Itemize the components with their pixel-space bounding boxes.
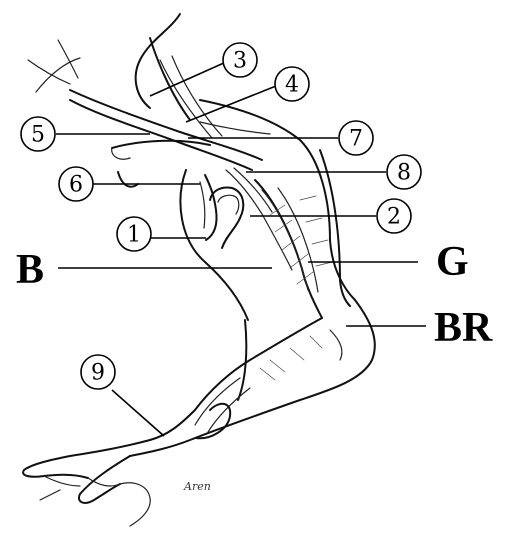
upper-arm: [255, 150, 350, 318]
svg-text:8: 8: [397, 161, 411, 186]
callout-5: 5: [21, 117, 55, 151]
callout-6: 6: [59, 167, 93, 201]
artist-signature: Aren: [183, 480, 211, 493]
forearm: [130, 300, 375, 456]
svg-text:1: 1: [127, 223, 141, 248]
callout-7: 7: [339, 121, 373, 155]
label-BR: BR: [434, 305, 493, 351]
svg-text:4: 4: [285, 73, 299, 98]
hand: [23, 440, 150, 526]
svg-text:7: 7: [349, 127, 363, 152]
svg-text:5: 5: [31, 123, 45, 148]
body-outline: [28, 14, 355, 400]
svg-text:9: 9: [91, 361, 105, 386]
callout-2: 2: [377, 199, 411, 233]
callout-3: 3: [223, 43, 257, 77]
callout-9: 9: [81, 355, 115, 389]
label-B: B: [16, 247, 44, 293]
svg-text:6: 6: [69, 173, 83, 198]
svg-text:3: 3: [233, 49, 247, 74]
svg-text:2: 2: [387, 205, 401, 230]
callout-4: 4: [275, 67, 309, 101]
label-G: G: [436, 239, 469, 285]
callout-1: 1: [117, 217, 151, 251]
callout-8: 8: [387, 155, 421, 189]
